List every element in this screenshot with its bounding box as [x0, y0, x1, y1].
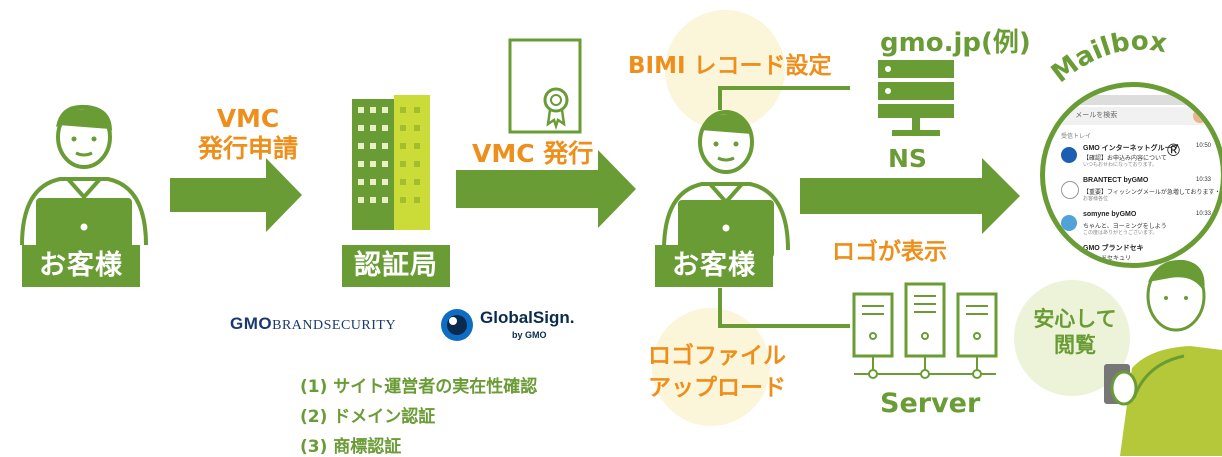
email-row[interactable]: BRANTECT byGMO 10:33 【重要】フィッシングメールが急増してお… [1061, 177, 1221, 207]
building-icon [352, 95, 430, 230]
globalsign-logo: GlobalSign. by GMO [440, 304, 600, 346]
gmo-bold-text: GMO [230, 314, 273, 333]
registered-mark-icon: ® [1165, 141, 1182, 161]
email-sender: somyne byGMO [1083, 211, 1137, 218]
logo-upload-line2: アップロード [648, 375, 786, 401]
email-sender: BRANTECT byGMO [1083, 177, 1149, 184]
server-icon [852, 282, 998, 379]
customer-right-label: お客様 [655, 245, 773, 287]
connector-lines [718, 86, 850, 328]
inbox-section-label: 受信トレイ [1061, 134, 1092, 140]
arrow1-label-line1: VMC [216, 104, 280, 133]
viewer-line1: 安心して [1033, 307, 1117, 331]
viewer-label: 安心して 閲覧 [1030, 306, 1120, 358]
arrow-right-icon [170, 158, 302, 232]
bimi-label: BIMI レコード設定 [628, 53, 832, 79]
email-time: 10:50 [1195, 143, 1211, 149]
logo-upload-label: ロゴファイル アップロード [648, 340, 786, 404]
email-row[interactable]: GMO ブランドセキ ブランドセキュリ [1061, 243, 1211, 263]
email-subject: 【確認】お申込み内容について [1083, 156, 1167, 162]
svg-text:Mailbox: Mailbox [1046, 28, 1169, 88]
mailbox-phone: ☰ メールを検索 受信トレイ GMO インターネットグループ 10:50 【確認… [1040, 82, 1222, 268]
menu-icon[interactable]: ☰ [1061, 112, 1068, 119]
email-time: 10:33 [1195, 211, 1211, 217]
email-sender: GMO ブランドセキ [1083, 245, 1144, 252]
search-bar[interactable]: ☰ メールを検索 [1055, 107, 1211, 125]
cream-circle-top [665, 10, 785, 130]
ca-label: 認証局 [342, 245, 450, 287]
step-1: (1) サイト運営者の実在性確認 [300, 377, 538, 397]
brantect-avatar-icon [1061, 181, 1079, 199]
email-preview: いつもおせわになっております。 [1083, 162, 1158, 168]
email-subject: ブランドセキュリ [1083, 256, 1132, 262]
step-3: (3) 商標認証 [300, 437, 402, 457]
gmo-avatar-icon [1061, 147, 1077, 163]
logo-upload-line1: ロゴファイル [648, 343, 786, 369]
logo-display-label: ロゴが表示 [832, 239, 947, 265]
somyne-avatar-icon [1061, 215, 1077, 231]
person-with-laptop-icon [662, 110, 790, 258]
server-label: Server [880, 388, 981, 419]
arrow2-label: VMC 発行 [472, 139, 594, 168]
mailbox-title: Mailbox [1046, 28, 1169, 88]
name-server-icon [878, 60, 954, 136]
avatar[interactable] [1193, 109, 1207, 123]
email-row[interactable]: somyne byGMO 10:33 ちゃんと、ヨーミングをしよう この度はあり… [1061, 211, 1211, 241]
email-row[interactable]: GMO インターネットグループ 10:50 【確認】お申込み内容について いつも… [1061, 143, 1211, 173]
brand-security-text: BRANDSECURITY [272, 318, 397, 333]
search-placeholder: メールを検索 [1075, 112, 1118, 119]
email-subject: 【重要】フィッシングメールが急増しております・・ [1083, 190, 1222, 196]
mailbox-title-arc: Mailbox [1046, 28, 1169, 88]
arrow-right-icon [800, 158, 1020, 234]
gmo-brand-security-logo: GMOBRANDSECURITY [230, 314, 396, 334]
ns-label: NS [888, 144, 927, 173]
person-with-phone-icon [1104, 259, 1222, 456]
arrow-right-icon [456, 150, 636, 228]
email-preview: お客様各位 [1083, 196, 1109, 202]
arrow1-label-line2: 発行申請 [197, 134, 298, 163]
email-subject: ちゃんと、ヨーミングをしよう [1083, 224, 1167, 230]
certificate-icon [508, 38, 582, 134]
globalsign-name: GlobalSign. [480, 308, 575, 327]
viewer-line2: 閲覧 [1054, 333, 1096, 357]
email-time: 10:33 [1195, 177, 1211, 183]
customer-left-label: お客様 [22, 245, 140, 287]
ns-domain: gmo.jp(例) [880, 28, 1031, 58]
email-sender: GMO インターネットグループ [1083, 145, 1179, 152]
step-2: (2) ドメイン認証 [300, 407, 436, 427]
globalsign-mark-icon [441, 309, 473, 341]
phone-notch [1073, 95, 1193, 105]
person-with-laptop-icon [20, 104, 148, 255]
globalsign-by: by GMO [512, 330, 547, 340]
email-preview: この度はありがとうございます。 [1083, 230, 1158, 236]
